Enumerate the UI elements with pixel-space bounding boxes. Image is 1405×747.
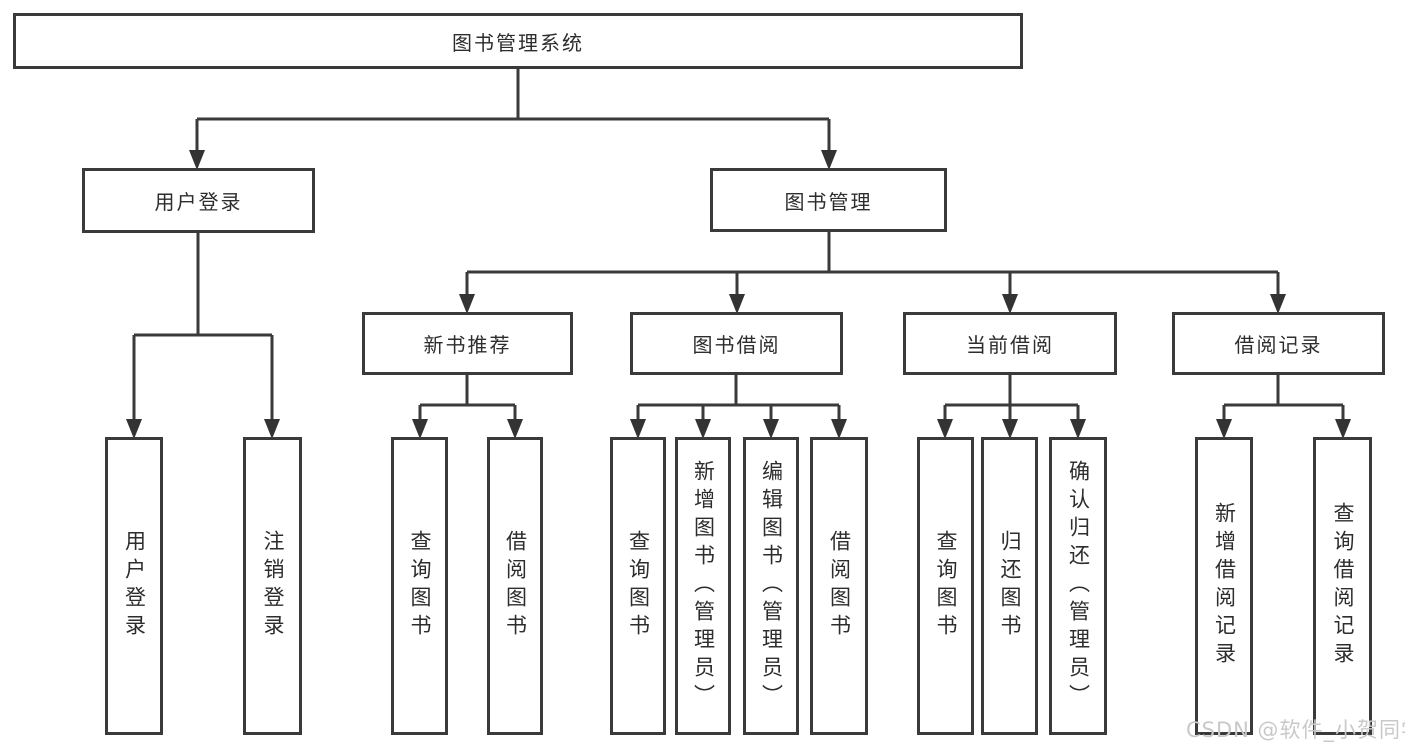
leaf-current-confirm-return-admin: 确认归还（管理员） [1049, 437, 1107, 735]
leaf-borrowing-borrow-books-label: 借阅图书 [827, 530, 852, 642]
node-book-management-branch: 图书管理 [710, 168, 947, 232]
leaf-logout: 注销登录 [243, 437, 302, 735]
leaf-user-login: 用户登录 [105, 437, 163, 735]
leaf-current-confirm-return-admin-label: 确认归还（管理员） [1066, 460, 1091, 712]
leaf-records-query-borrow-record-label: 查询借阅记录 [1331, 502, 1356, 670]
leaf-recommend-borrow-books-label: 借阅图书 [503, 530, 528, 642]
node-new-book-recommendation: 新书推荐 [362, 312, 573, 375]
leaf-user-login-label: 用户登录 [122, 530, 147, 642]
leaf-records-add-borrow-record: 新增借阅记录 [1195, 437, 1253, 735]
node-borrow-records: 借阅记录 [1172, 312, 1385, 375]
leaf-borrowing-borrow-books: 借阅图书 [810, 437, 868, 735]
node-new-book-recommendation-label: 新书推荐 [423, 333, 512, 357]
node-current-borrowing-label: 当前借阅 [966, 333, 1054, 357]
leaf-recommend-borrow-books: 借阅图书 [487, 437, 543, 735]
node-book-borrowing-label: 图书借阅 [692, 333, 781, 357]
leaf-borrowing-query-books: 查询图书 [610, 437, 666, 735]
leaf-borrowing-add-books-admin: 新增图书（管理员） [675, 437, 731, 735]
leaf-records-query-borrow-record: 查询借阅记录 [1313, 437, 1372, 735]
node-borrow-records-label: 借阅记录 [1234, 333, 1323, 357]
leaf-borrowing-edit-books-admin-label: 编辑图书（管理员） [759, 460, 784, 712]
leaf-borrowing-edit-books-admin: 编辑图书（管理员） [743, 437, 799, 735]
node-root-system: 图书管理系统 [13, 13, 1023, 69]
leaf-current-query-books-label: 查询图书 [934, 530, 959, 642]
leaf-borrowing-query-books-label: 查询图书 [626, 530, 651, 642]
leaf-borrowing-add-books-admin-label: 新增图书（管理员） [691, 460, 716, 712]
node-user-login-branch: 用户登录 [82, 168, 315, 233]
node-book-borrowing: 图书借阅 [630, 312, 843, 375]
leaf-records-add-borrow-record-label: 新增借阅记录 [1212, 502, 1237, 670]
leaf-current-query-books: 查询图书 [917, 437, 974, 735]
leaf-current-return-books-label: 归还图书 [998, 530, 1023, 642]
node-current-borrowing: 当前借阅 [903, 312, 1117, 375]
leaf-current-return-books: 归还图书 [981, 437, 1038, 735]
node-book-management-label: 图书管理 [784, 189, 873, 214]
leaf-logout-label: 注销登录 [261, 530, 286, 642]
node-user-login-label: 用户登录 [154, 190, 243, 214]
arrowhead-icons [126, 150, 1351, 439]
leaf-recommend-query-books-label: 查询图书 [408, 530, 433, 642]
node-root-label: 图书管理系统 [452, 30, 584, 55]
leaf-recommend-query-books: 查询图书 [391, 437, 448, 735]
